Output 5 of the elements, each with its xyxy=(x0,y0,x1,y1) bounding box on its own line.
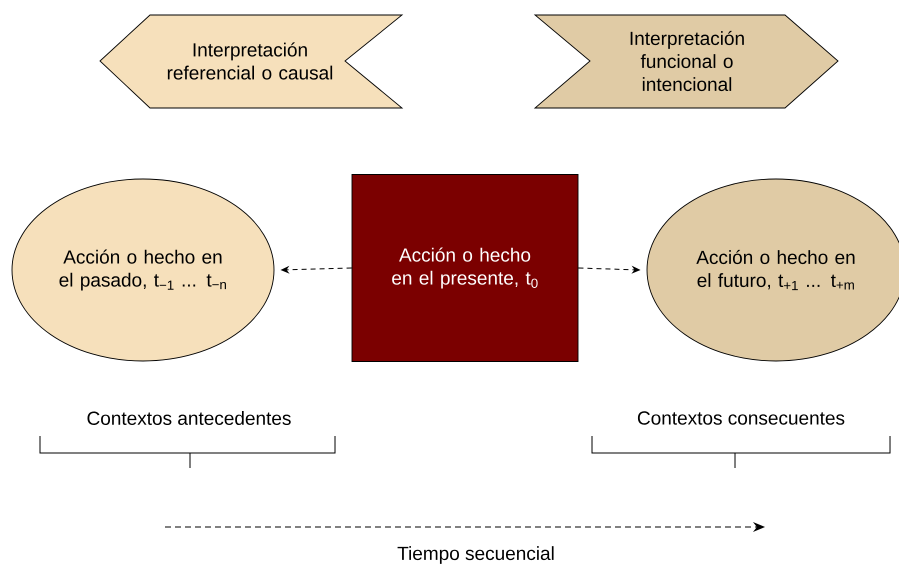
event-box: Acción o hecho en el presente, t$_{0}$ xyxy=(352,174,578,362)
caption-text: Contextos consecuentes xyxy=(638,411,844,425)
caption-text: Contextos antecedentes xyxy=(88,411,291,425)
caption-text: Tiempo secuencial xyxy=(398,546,554,564)
arrow-banner: Interpretación funcional o intencional xyxy=(534,14,839,108)
